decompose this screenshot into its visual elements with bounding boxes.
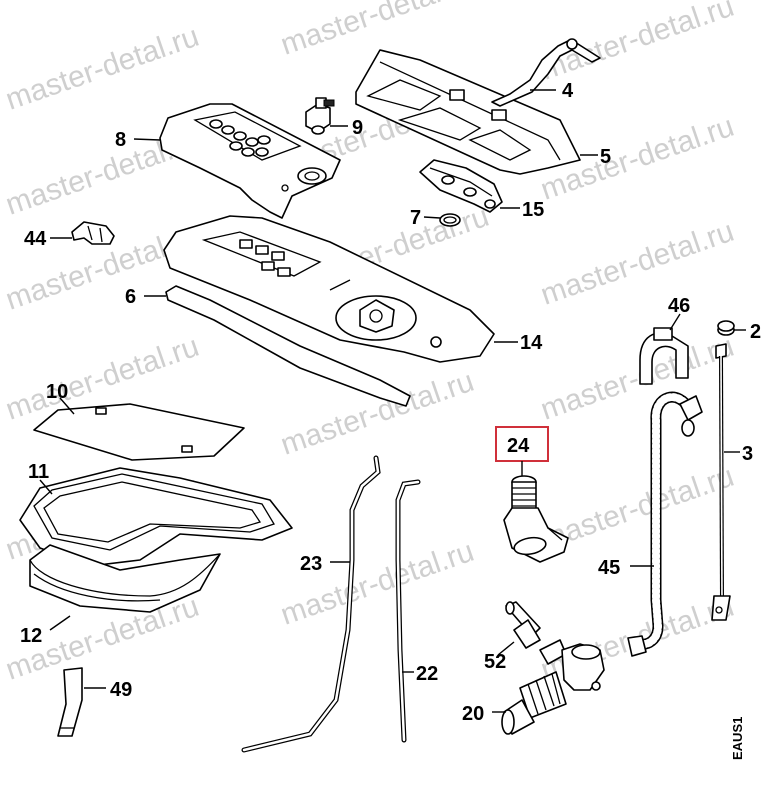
part-12-tub-seal [29,544,221,613]
callout-14: 14 [520,332,543,354]
watermark: master-detal.ru [277,0,479,62]
leader-line [497,641,515,656]
part-24-hose-connector [503,475,569,563]
callout-10: 10 [46,381,68,403]
part-2-cap [717,320,735,336]
part-10-lid-panel [33,403,245,461]
callout-12: 12 [20,625,42,647]
part-52-nozzle [505,601,541,649]
callout-11: 11 [28,461,49,483]
callout-52: 52 [484,651,506,673]
leader-line [39,479,53,495]
part-44-clip [71,221,115,245]
leader-line [133,138,161,141]
part-7-o-ring [439,213,461,227]
callout-44: 44 [24,228,47,250]
watermark: master-detal.ru [537,330,739,427]
part-49-bracket [57,667,83,737]
watermark: master-detal.ru [537,215,739,312]
watermark: master-detal.ru [277,535,479,632]
callout-23: 23 [300,553,322,575]
callout-20: 20 [462,703,484,725]
callout-22: 22 [416,663,438,685]
part-9-valve [305,97,335,135]
part-45-drain-hose [627,391,703,657]
part-46-hose-holder [639,327,689,385]
part-22-hose [395,479,421,743]
callout-9: 9 [352,117,363,139]
leader-line [59,397,75,415]
part-14-top-frame [163,215,495,363]
part-11-lid-frame [19,467,293,567]
leader-line [669,313,681,331]
part-3-rod [711,343,731,621]
leader-line [423,216,441,219]
leader-line [49,615,71,631]
part-23-hose [241,455,381,753]
callout-45: 45 [598,557,620,579]
callout-6: 6 [125,286,136,308]
callout-8: 8 [115,129,126,151]
part-6-seal-strip [165,285,411,407]
part-8-control-panel [159,103,341,219]
callout-49: 49 [110,679,132,701]
part-4-lever-spring [491,38,601,107]
callout-2: 2 [750,321,761,343]
callout-5: 5 [600,146,611,168]
diagram-code: EAUS1 [730,717,745,760]
callout-15: 15 [522,199,544,221]
part-15-water-distributor [419,159,503,213]
part-20-pump-hose [501,639,605,735]
callout-4: 4 [562,80,574,102]
watermark: master-detal.ru [2,20,204,117]
callout-3: 3 [742,443,753,465]
part-5-dispenser-housing [355,49,581,175]
callout-46: 46 [668,295,690,317]
callout-7: 7 [410,207,421,229]
callout-24: 24 [507,435,530,457]
